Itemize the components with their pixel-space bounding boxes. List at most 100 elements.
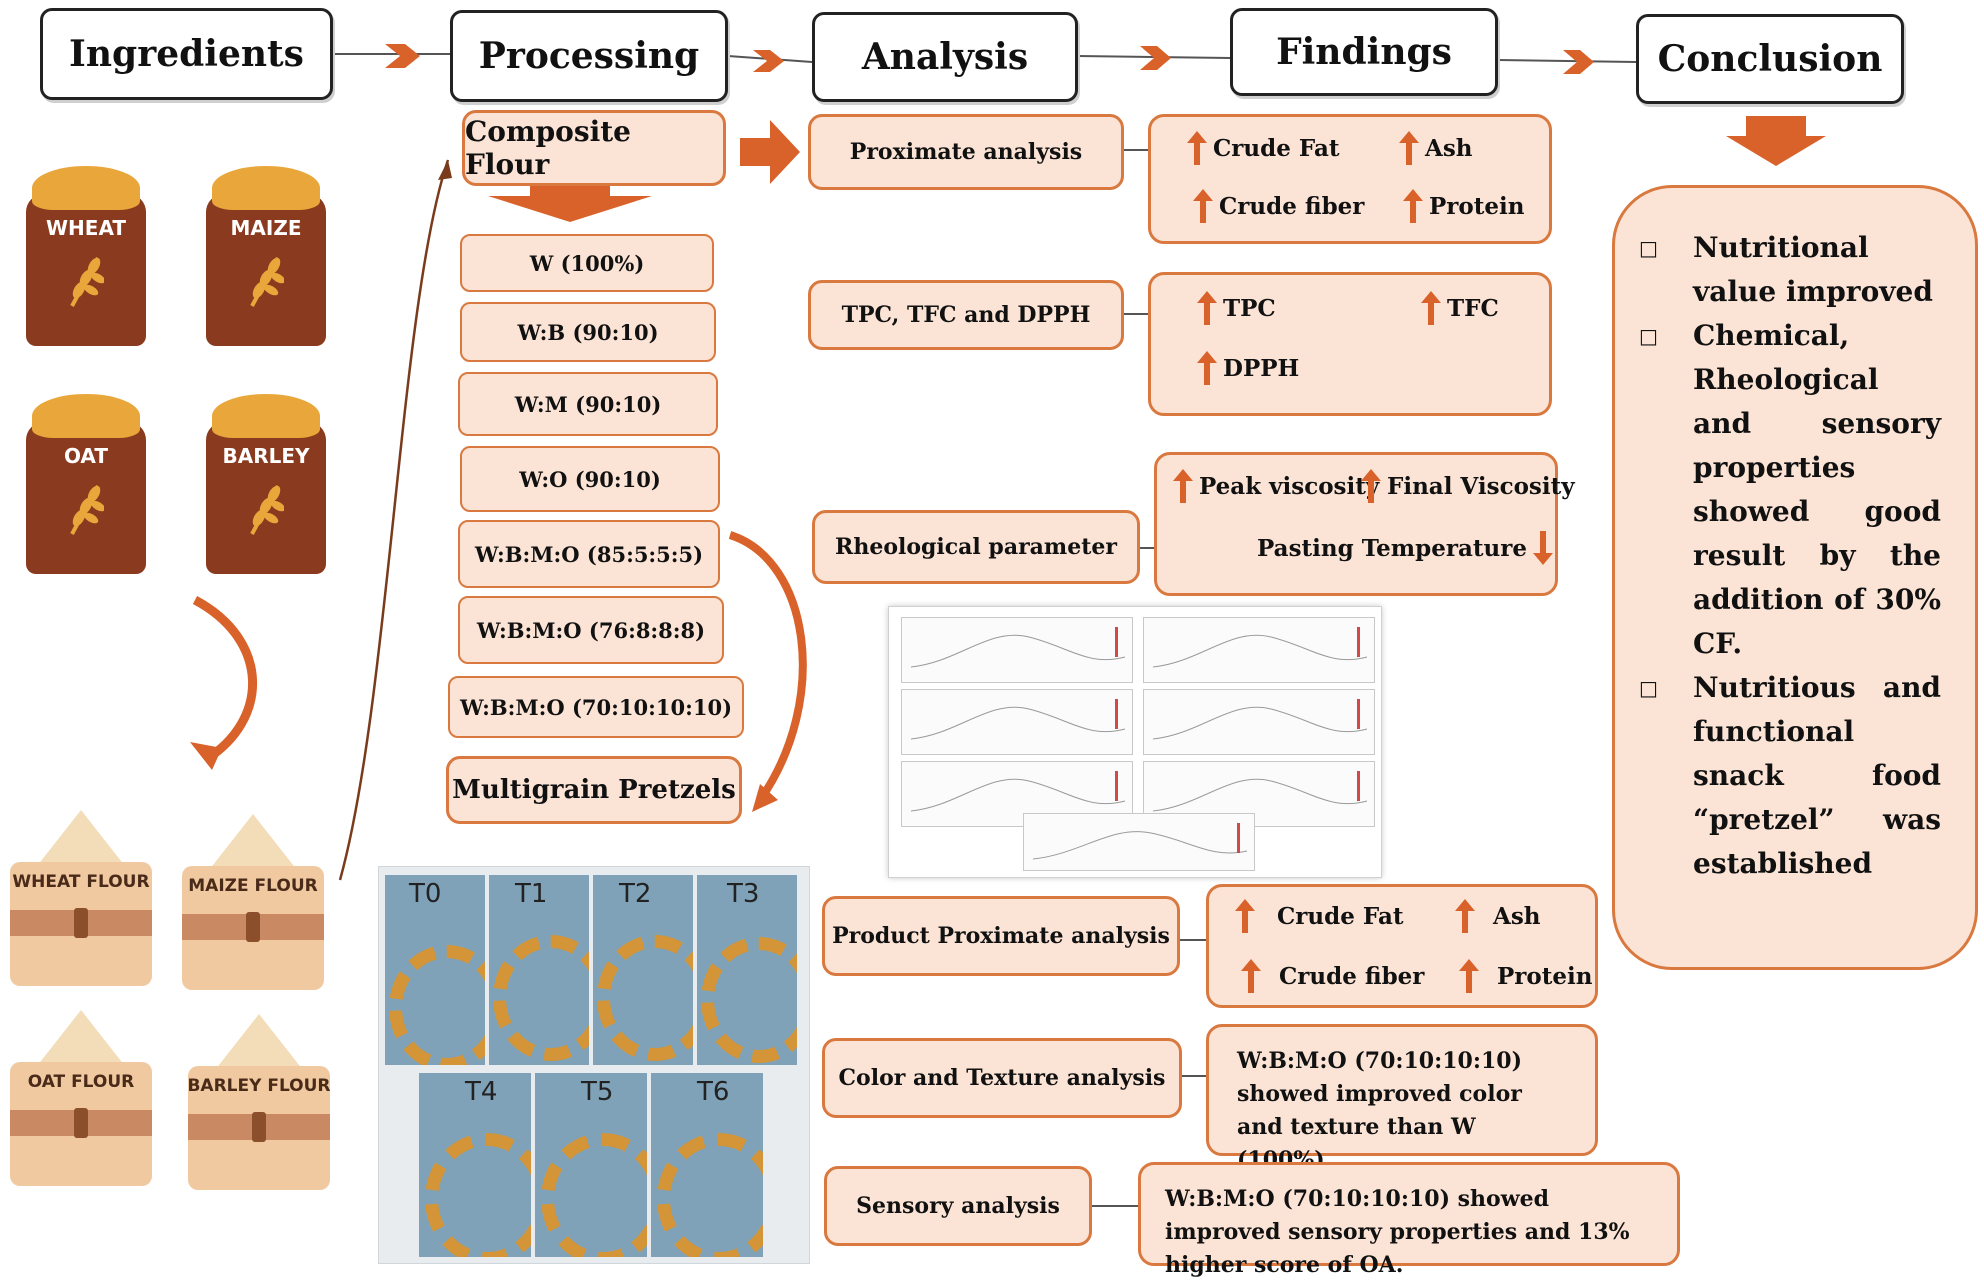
bag-label: WHEAT	[45, 216, 127, 240]
formulation-box: W:B (90:10)	[460, 302, 716, 362]
sensory-analysis-box: Sensory analysis	[824, 1166, 1092, 1246]
wheat-bag-icon: WHEAT	[22, 160, 150, 350]
sensory-findings-box: W:B:M:O (70:10:10:10) showed improved se…	[1138, 1162, 1680, 1278]
formulation-label: W (100%)	[529, 250, 645, 276]
wheat-flour-sack-icon: WHEAT FLOUR	[6, 810, 156, 990]
finding-label: TPC	[1223, 294, 1276, 322]
flour-label: BARLEY FLOUR	[187, 1076, 331, 1096]
pretzel-sample-t6: T6	[651, 1073, 763, 1257]
rheology-findings-box: Peak viscosity Final Viscosity Pasting T…	[1154, 452, 1575, 596]
header-analysis-label: Analysis	[861, 36, 1029, 78]
sample-label: T1	[515, 879, 548, 909]
sample-label: T6	[697, 1077, 730, 1107]
flour-label: MAIZE FLOUR	[188, 876, 318, 896]
finding-label: DPPH	[1223, 354, 1300, 382]
sample-label: T4	[465, 1077, 498, 1107]
finding-item: Pasting Temperature	[1257, 531, 1553, 565]
curve-arrow-icon	[192, 596, 257, 764]
sample-label: T0	[409, 879, 442, 909]
sample-label: T5	[581, 1077, 614, 1107]
sensory-finding-text: W:B:M:O (70:10:10:10) showed improved se…	[1165, 1186, 1630, 1278]
multigrain-pretzels-box: Multigrain Pretzels	[446, 756, 742, 824]
formulation-box: W:O (90:10)	[460, 446, 720, 512]
formulation-label: W:B (90:10)	[517, 319, 659, 345]
header-conclusion: Conclusion	[1636, 14, 1904, 104]
finding-item: TPC	[1197, 291, 1276, 325]
finding-item: Crude fiber	[1241, 959, 1425, 993]
proximate-analysis-box: Proximate analysis	[808, 114, 1124, 190]
pretzel-sample-t2: T2	[593, 875, 693, 1065]
finding-item: Crude fiber	[1193, 189, 1364, 223]
flour-label: OAT FLOUR	[27, 1072, 135, 1092]
arrow-up-icon	[1399, 131, 1419, 165]
formulation-label: W:O (90:10)	[519, 466, 661, 492]
finding-label: Final Viscosity	[1387, 472, 1575, 500]
conclusion-item: Nutritious and functional snack food “pr…	[1639, 666, 1941, 886]
header-analysis: Analysis	[812, 12, 1078, 102]
conclusion-item: Nutritional value improved	[1639, 226, 1941, 314]
header-processing-label: Processing	[478, 35, 700, 77]
flour-label: WHEAT FLOUR	[12, 872, 150, 892]
bag-label: MAIZE	[230, 216, 302, 240]
finding-label: Pasting Temperature	[1257, 534, 1527, 562]
oat-bag-icon: OAT	[22, 388, 150, 578]
bag-label: OAT	[63, 444, 109, 468]
multigrain-pretzels-label: Multigrain Pretzels	[452, 775, 736, 805]
arrow-up-icon	[1197, 351, 1217, 385]
rheology-curves	[910, 627, 1368, 860]
arrow-up-icon	[1459, 959, 1479, 993]
maize-flour-sack-icon: MAIZE FLOUR	[178, 814, 328, 994]
header-findings: Findings	[1230, 8, 1498, 96]
color-texture-analysis-box: Color and Texture analysis	[822, 1038, 1182, 1118]
finding-label: Crude fiber	[1279, 962, 1425, 990]
finding-item: Ash	[1399, 131, 1473, 165]
oat-flour-sack-icon: OAT FLOUR	[6, 1010, 156, 1190]
tpc-tfc-dpph-label: TPC, TFC and DPPH	[841, 302, 1091, 328]
pretzel-photo: T0 T1 T2 T3 T4 T5 T6	[378, 866, 810, 1264]
composite-flour-label: Composite Flour	[465, 115, 631, 181]
formulation-box: W (100%)	[460, 234, 714, 292]
arrow-down-icon	[1532, 531, 1553, 565]
finding-label: Ash	[1493, 902, 1541, 930]
barley-flour-sack-icon: BARLEY FLOUR	[184, 1014, 334, 1194]
sensory-analysis-label: Sensory analysis	[856, 1193, 1060, 1219]
finding-item: Crude Fat	[1235, 899, 1403, 933]
finding-item: Protein	[1403, 189, 1524, 223]
header-findings-label: Findings	[1276, 31, 1452, 73]
formulation-box: W:B:M:O (76:8:8:8)	[458, 596, 724, 664]
composite-flour-box: Composite Flour	[462, 110, 726, 186]
finding-item: Final Viscosity	[1361, 469, 1575, 503]
pretzel-sample-t3: T3	[697, 875, 797, 1065]
formulation-label: W:B:M:O (76:8:8:8)	[476, 617, 706, 643]
header-ingredients: Ingredients	[40, 8, 333, 100]
tpc-tfc-dpph-box: TPC, TFC and DPPH	[808, 280, 1124, 350]
product-proximate-findings-box: Crude Fat Ash Crude fiber Protein	[1206, 884, 1598, 1008]
finding-label: Ash	[1425, 134, 1473, 162]
finding-item: Peak viscosity	[1173, 469, 1379, 503]
formulation-label: W:M (90:10)	[514, 391, 662, 417]
proximate-findings-box: Crude Fat Ash Crude fiber Protein	[1148, 114, 1552, 244]
conclusion-item: Chemical, Rheological and sensory proper…	[1639, 314, 1941, 666]
color-texture-analysis-label: Color and Texture analysis	[838, 1065, 1166, 1091]
formulation-label: W:B:M:O (85:5:5:5)	[474, 541, 704, 567]
arrow-up-icon	[1403, 189, 1423, 223]
pretzel-sample-t1: T1	[489, 875, 589, 1065]
barley-bag-icon: BARLEY	[202, 388, 330, 578]
arrow-up-icon	[1241, 959, 1261, 993]
finding-item: DPPH	[1197, 351, 1300, 385]
pretzel-sample-t4: T4	[419, 1073, 531, 1257]
finding-label: TFC	[1447, 294, 1499, 322]
bag-label: BARLEY	[222, 444, 310, 468]
conclusion-box: Nutritional value improved Chemical, Rhe…	[1612, 185, 1978, 970]
formulation-box: W:B:M:O (70:10:10:10)	[448, 676, 744, 738]
finding-label: Protein	[1497, 962, 1593, 990]
flour-to-composite-arrow	[338, 159, 450, 881]
arrow-up-icon	[1173, 469, 1193, 503]
tpc-findings-box: TPC TFC DPPH	[1148, 272, 1552, 416]
product-proximate-analysis-label: Product Proximate analysis	[832, 923, 1170, 949]
sample-label: T2	[619, 879, 652, 909]
arrow-up-icon	[1193, 189, 1213, 223]
formulation-box: W:B:M:O (85:5:5:5)	[458, 520, 720, 588]
header-conclusion-label: Conclusion	[1657, 38, 1883, 80]
